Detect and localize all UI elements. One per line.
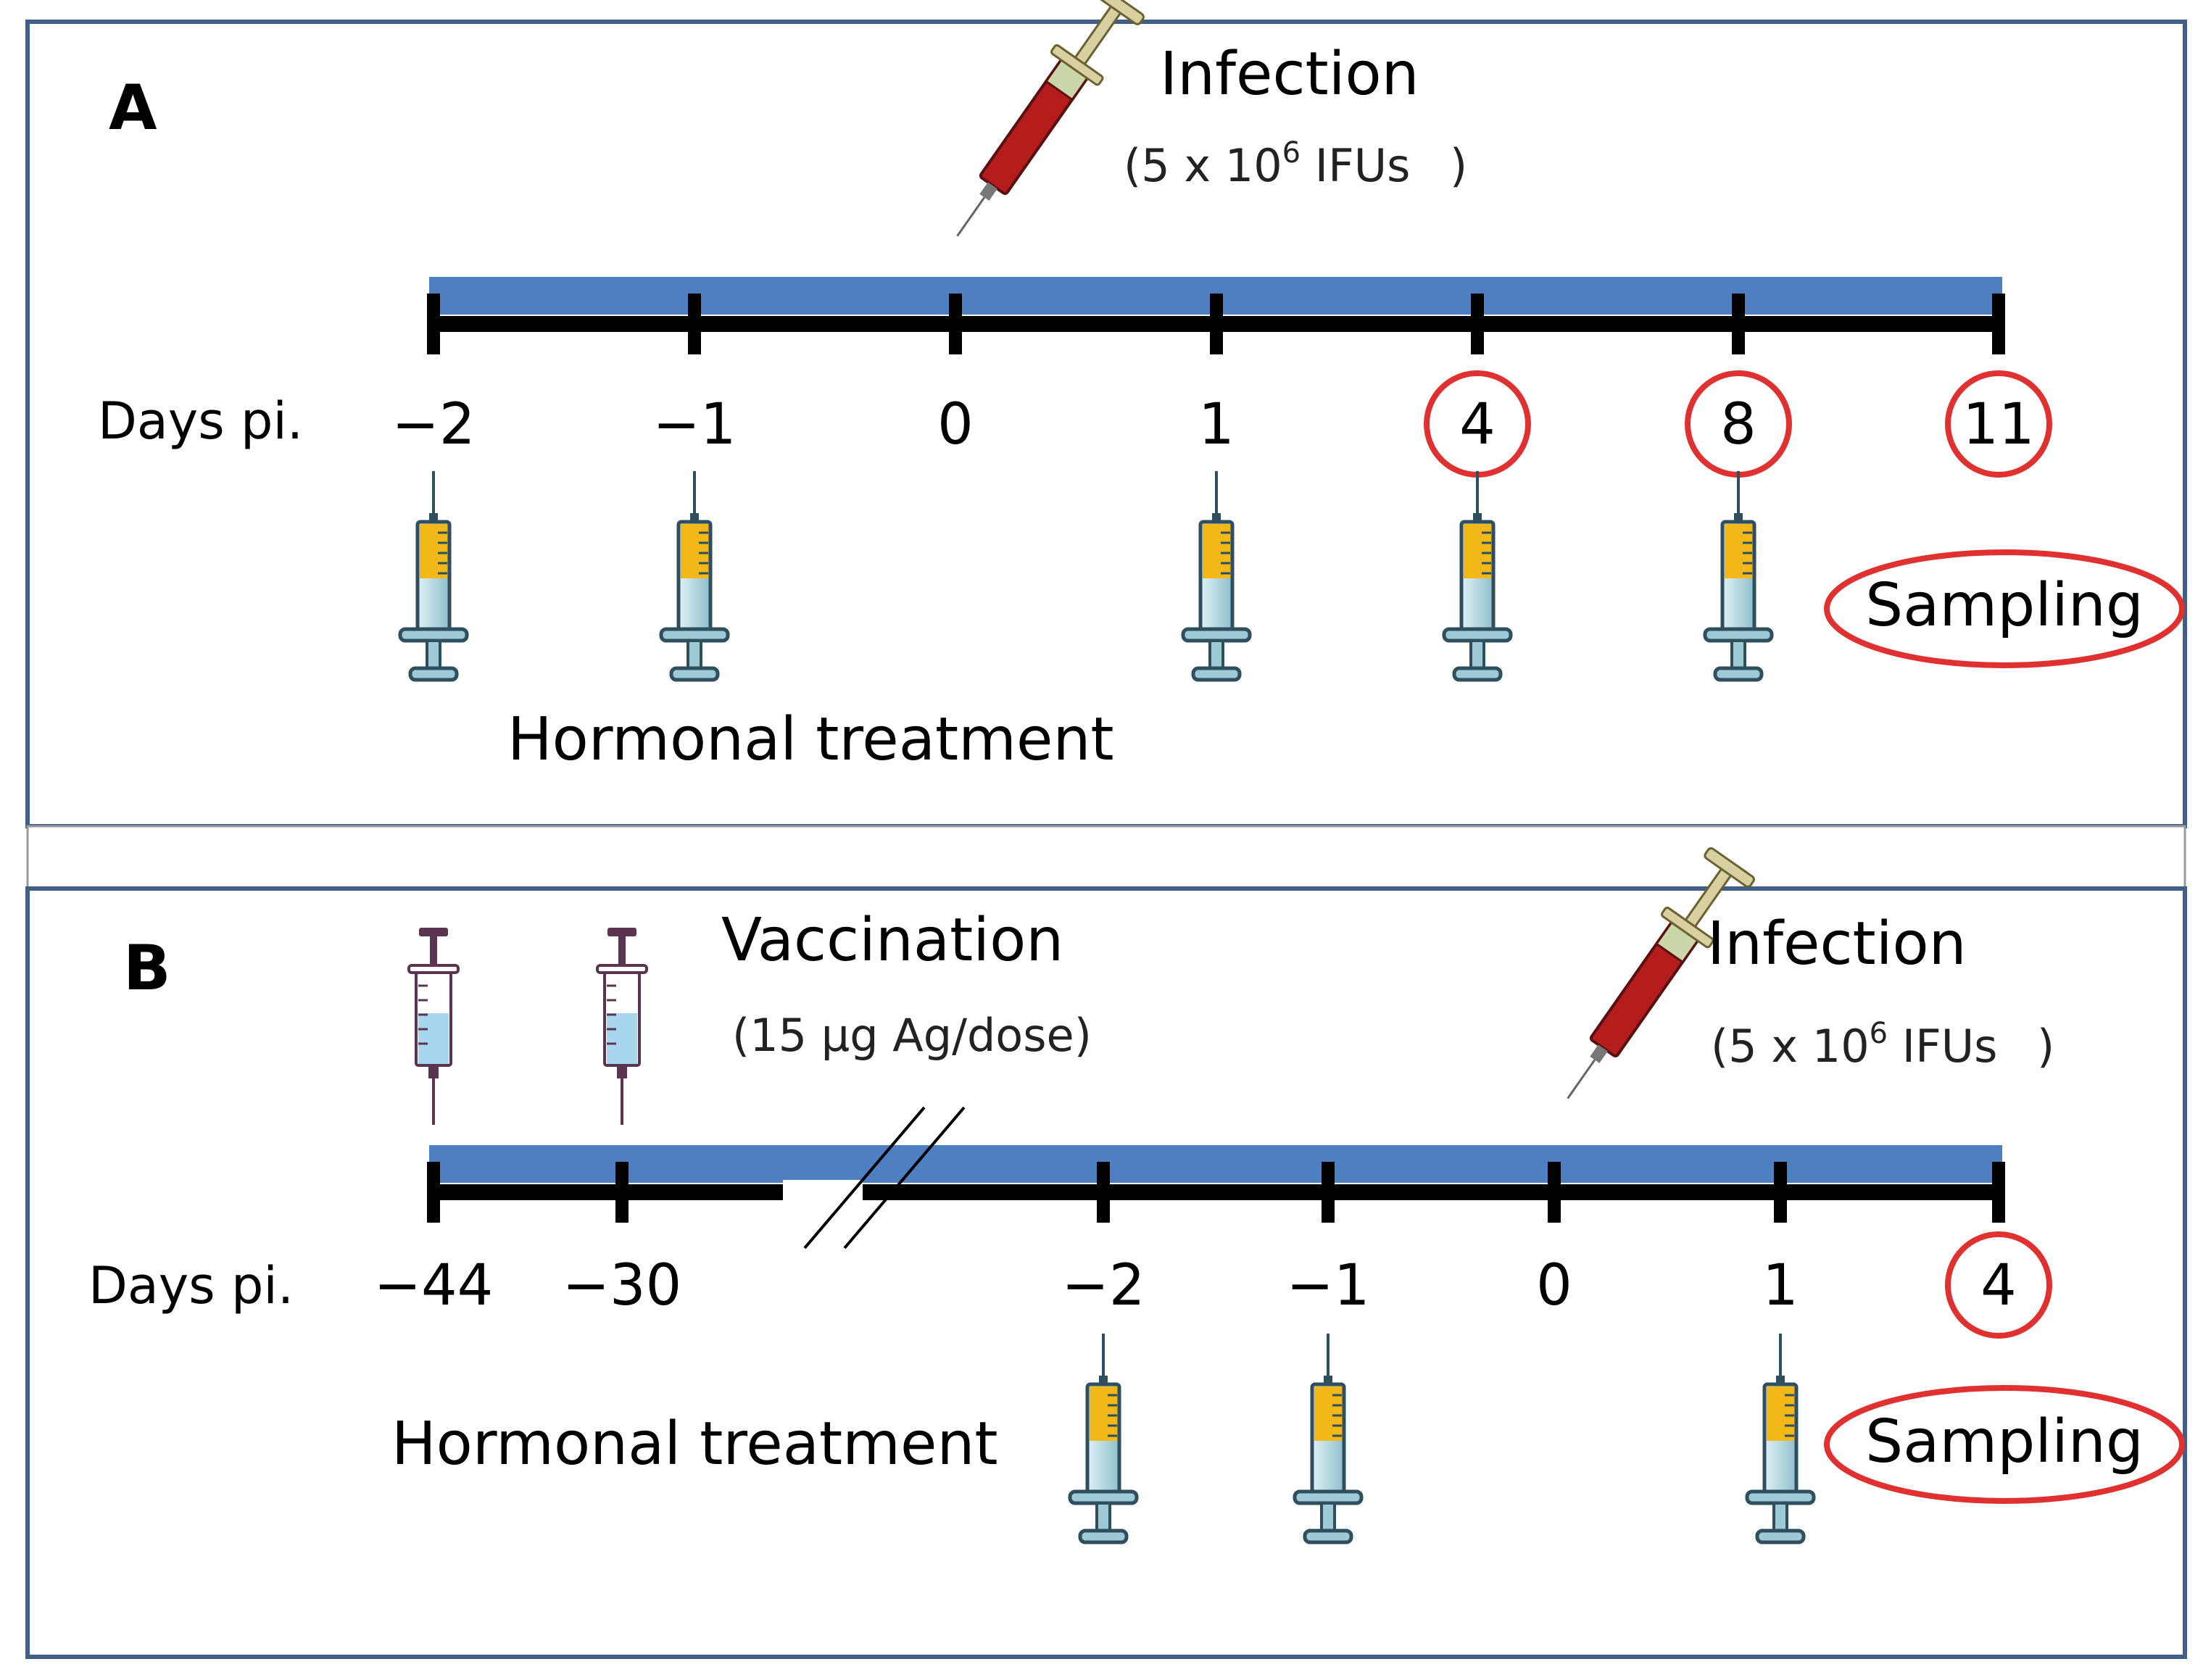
timeline-tick xyxy=(1732,294,1745,354)
day-label: −2 xyxy=(392,392,476,457)
panel-a-hormone-label: Hormonal treatment xyxy=(507,705,1114,774)
timeline-tick xyxy=(1471,294,1484,354)
panel-b-label: B xyxy=(123,932,171,1005)
timeline-tick xyxy=(427,1162,440,1223)
panel-b-dose-exp: 6 xyxy=(1870,1017,1888,1050)
panel-b-vaccination-title: Vaccination xyxy=(721,906,1063,975)
panel-a-dose-exp: 6 xyxy=(1282,136,1301,170)
panel-a-dose-prefix: (5 x 10 xyxy=(1124,139,1282,192)
syringe-blood-icon xyxy=(1567,847,1755,1099)
timeline-tick xyxy=(1774,1162,1787,1223)
panel-a-infection-dose: (5 x 106 IFUs xyxy=(1124,136,1410,192)
syringe-hormone-icon xyxy=(1293,1334,1364,1544)
panel-b-timeline-bar xyxy=(429,1145,2002,1183)
timeline-tick xyxy=(1210,294,1223,354)
panel-b-sampling-label: Sampling xyxy=(1865,1407,2144,1476)
panel-a-label: A xyxy=(109,72,157,144)
sampling-day-circle xyxy=(1945,1231,2052,1339)
syringe-hormone-icon xyxy=(398,471,469,682)
panel-a-infection-title: Infection xyxy=(1160,40,1419,109)
day-label: 1 xyxy=(1762,1253,1799,1318)
panel-a: A Infection (5 x 106 IFUs ) Days pi. −2 −… xyxy=(25,0,2187,828)
timeline-tick xyxy=(688,294,701,354)
panel-b-dose-close: ) xyxy=(2037,1020,2054,1073)
syringe-hormone-icon xyxy=(659,471,730,682)
day-label: 11 xyxy=(1962,392,2034,457)
day-label: −1 xyxy=(653,392,737,457)
panel-b-hormone-label: Hormonal treatment xyxy=(391,1410,998,1479)
day-label: −44 xyxy=(374,1253,494,1318)
day-label: 0 xyxy=(1536,1253,1572,1318)
timeline-tick xyxy=(1548,1162,1561,1223)
panel-b-days-label: Days pi. xyxy=(88,1256,294,1315)
day-label: 4 xyxy=(1980,1253,2017,1318)
panel-a-days-label: Days pi. xyxy=(98,391,303,451)
day-label: −30 xyxy=(563,1253,682,1318)
timeline-tick xyxy=(1322,1162,1335,1223)
day-label: −1 xyxy=(1287,1253,1370,1318)
timeline-tick xyxy=(1097,1162,1110,1223)
syringe-vaccine-icon xyxy=(596,928,648,1125)
syringe-blood-icon xyxy=(956,0,1145,237)
timeline-tick xyxy=(1992,294,2005,354)
panel-b-vaccination-dose: (15 µg Ag/dose) xyxy=(732,1009,1092,1062)
timeline-tick xyxy=(1992,1162,2005,1223)
day-label: 8 xyxy=(1720,392,1756,457)
syringe-hormone-icon xyxy=(1745,1334,1816,1544)
panel-a-dose-suffix: IFUs xyxy=(1301,139,1410,192)
panel-b-dose-suffix: IFUs xyxy=(1888,1020,1997,1073)
syringe-vaccine-icon xyxy=(407,928,460,1125)
panel-b-infection-dose: (5 x 106 IFUs xyxy=(1711,1017,1997,1073)
day-label: 4 xyxy=(1459,392,1496,457)
syringe-hormone-icon xyxy=(1181,471,1252,682)
axis-break-mark xyxy=(783,1106,966,1249)
sampling-day-circle xyxy=(1945,370,2052,478)
timeline-tick xyxy=(949,294,962,354)
syringe-hormone-icon xyxy=(1442,471,1513,682)
panel-a-dose-close: ) xyxy=(1450,139,1467,192)
panel-b-frame xyxy=(25,886,2187,1659)
day-label: 0 xyxy=(937,392,974,457)
timeline-tick xyxy=(427,294,440,354)
panel-b-sampling-ellipse xyxy=(1824,1385,2185,1504)
day-label: 1 xyxy=(1198,392,1235,457)
panel-separator xyxy=(26,825,2186,890)
panel-b-dose-prefix: (5 x 10 xyxy=(1711,1020,1870,1073)
panel-b: B Vaccination (15 µg Ag/dose) Infection … xyxy=(25,847,2187,1659)
timeline-tick xyxy=(615,1162,629,1223)
panel-b-infection-title: Infection xyxy=(1707,910,1967,978)
panel-a-sampling-ellipse xyxy=(1824,549,2185,668)
panel-a-sampling-label: Sampling xyxy=(1865,571,2144,640)
syringe-hormone-icon xyxy=(1703,471,1774,682)
syringe-hormone-icon xyxy=(1068,1334,1139,1544)
day-label: −2 xyxy=(1062,1253,1145,1318)
